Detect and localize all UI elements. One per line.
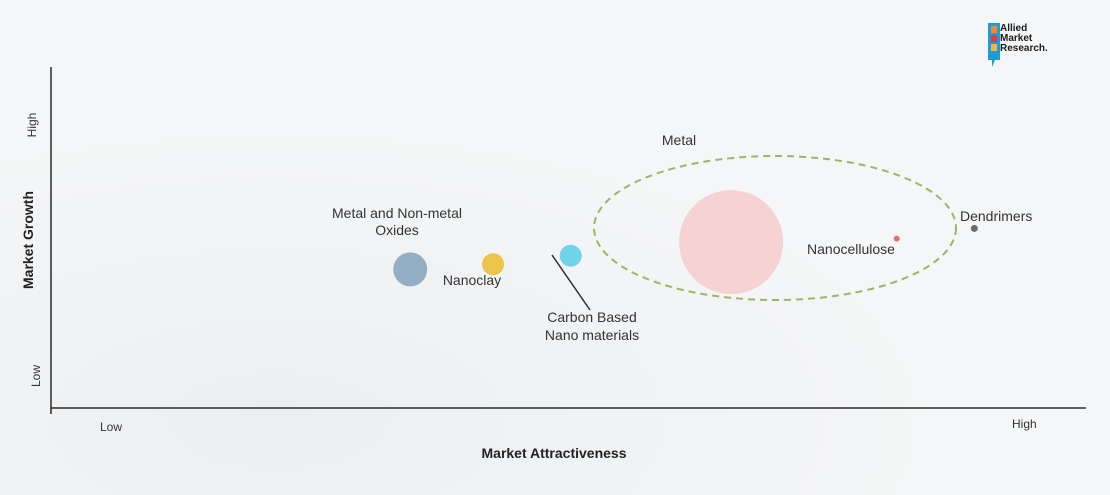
allied-market-research-logo (988, 23, 1000, 67)
y-tick-low: Low (29, 365, 43, 387)
label-nanocellulose: Nanocellulose (807, 241, 895, 257)
carbon-leader-line (551, 254, 591, 311)
logo-line1: Allied (1000, 23, 1028, 34)
label-metal-oxides-line2: Oxides (375, 222, 419, 238)
label-carbon-line2: Nano materials (545, 327, 639, 343)
logo-line3: Research. (1000, 43, 1048, 54)
x-axis-title: Market Attractiveness (482, 445, 627, 461)
y-axis-title: Market Growth (20, 191, 36, 289)
group-label-metal: Metal (662, 132, 696, 148)
label-dendrimers: Dendrimers (960, 208, 1032, 224)
label-carbon-line1: Carbon Based (547, 309, 637, 325)
bubble-metal (679, 190, 784, 295)
bubble-dendrimers (970, 224, 978, 232)
x-tick-high: High (1012, 417, 1037, 431)
logo-text: Allied Market Research. (1000, 24, 1048, 54)
y-tick-high: High (25, 113, 39, 138)
label-metal-oxides-line1: Metal and Non-metal (332, 205, 462, 221)
bubble-nanocellulose (893, 235, 900, 242)
bubble-nanoclay (482, 253, 505, 276)
bubble-metal-oxides (393, 252, 428, 287)
bubble-carbon-based (559, 244, 582, 267)
logo-line2: Market (1000, 33, 1033, 44)
label-nanoclay: Nanoclay (443, 272, 501, 288)
metal-group-ellipse (593, 155, 957, 301)
x-tick-low: Low (100, 420, 122, 434)
